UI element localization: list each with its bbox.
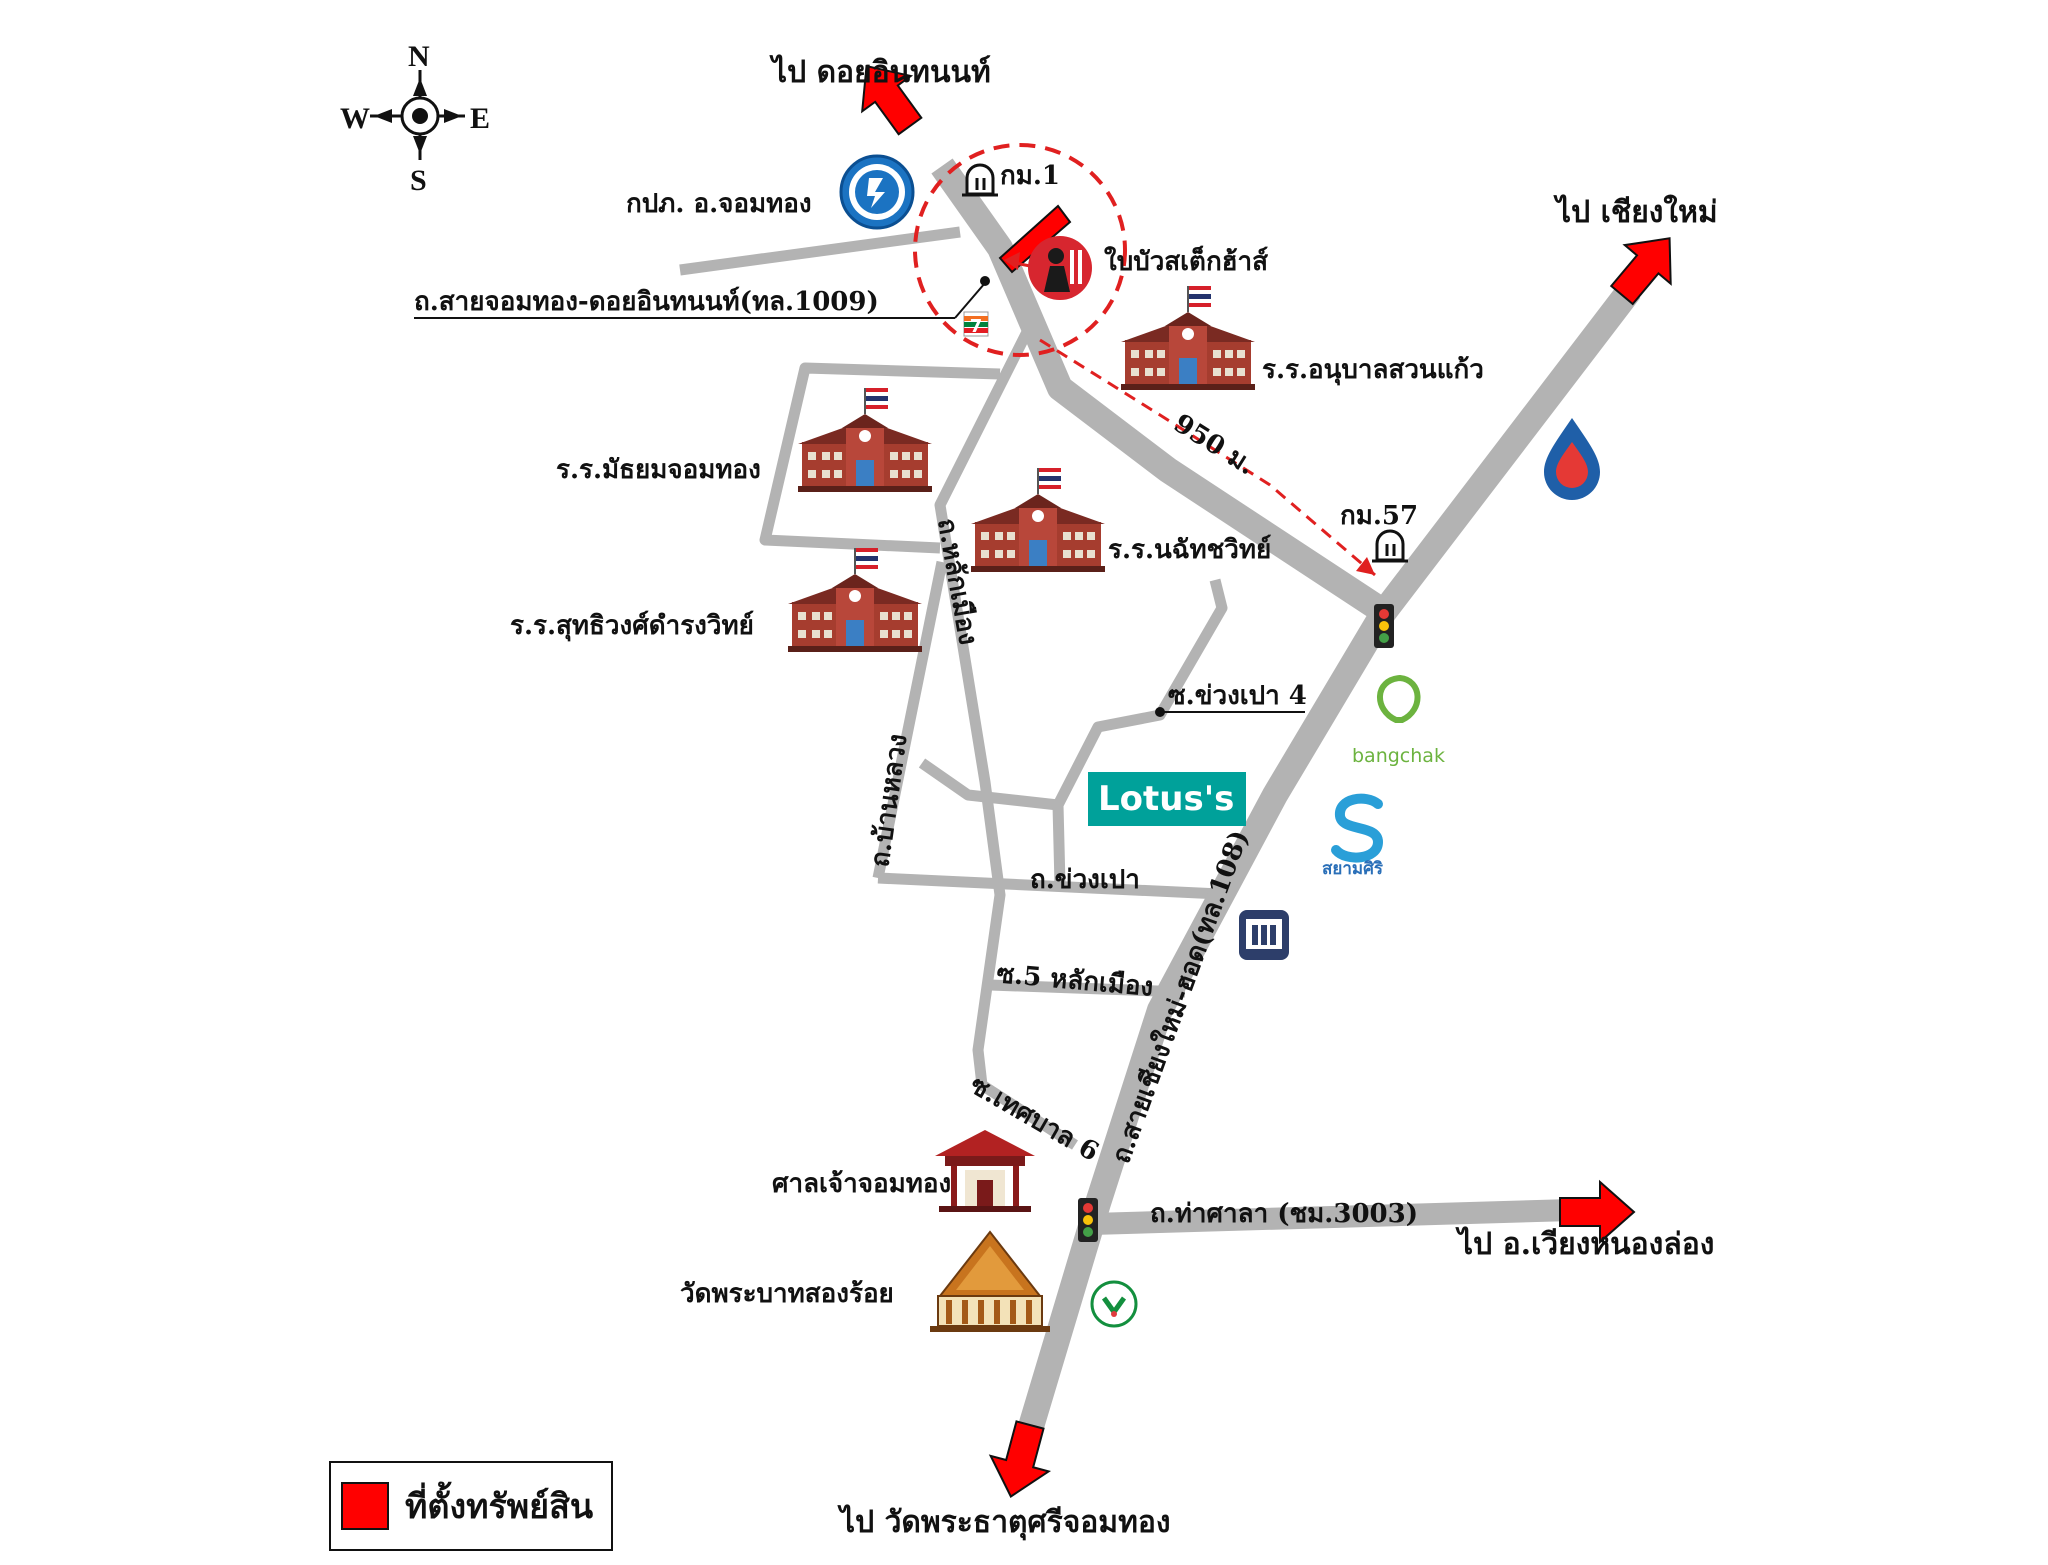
school-suthiwong-label: ร.ร.สุทธิวงศ์ดำรงวิทย์ [510, 610, 754, 642]
road-1009-main [931, 158, 1392, 623]
road-ban-luang-label: ถ.บ้านหลวง [865, 732, 913, 869]
road-khuang-pao [877, 872, 1221, 900]
road-1009-west-branch [679, 226, 961, 276]
bangchak-label: bangchak [1352, 745, 1445, 767]
school-mathayom-label: ร.ร.มัธยมจอมทอง [556, 455, 761, 485]
siam-logo-icon [1331, 793, 1384, 863]
property-radius-circle [913, 143, 1127, 357]
road-school-loop [759, 362, 1001, 554]
direction-wat-phra-that: ไป วัดพระธาตุศรีจอมทอง [837, 1504, 1171, 1541]
temple-label: วัดพระบาทสองร้อย [680, 1279, 894, 1309]
road-soi-khuang-pao-4 [1052, 578, 1228, 886]
kbank-logo-icon [1090, 1280, 1138, 1328]
bangchak-logo-icon [1377, 674, 1421, 723]
compass-south: S [410, 164, 427, 197]
distance-dashed-line [1039, 338, 1376, 577]
temple-icon [930, 1230, 1050, 1332]
legend-property-swatch [341, 1482, 389, 1530]
road-tha-sala-label: ถ.ท่าศาลา (ชม.3003) [1150, 1199, 1418, 1229]
road-connector-north [918, 758, 1059, 811]
compass-rose [370, 70, 465, 160]
soi-khuang-pao-4-pin [1155, 707, 1165, 717]
school-anuban-icon [1120, 285, 1256, 391]
road-lak-mueang [934, 327, 1078, 1150]
direction-wiang-nong-long: ไป อ.เวียงหนองล่อง [1455, 1226, 1714, 1262]
seven-eleven-icon: 7 [963, 311, 989, 337]
lotus-logo-box [1088, 772, 1246, 826]
direction-doi-inthanon: ไป ดอยอินทนนท์ [769, 54, 991, 90]
soi-5-lak-mueang-label: ซ.5 หลักเมือง [995, 959, 1154, 1003]
shrine-label: ศาลเจ้าจอมทอง [772, 1169, 951, 1199]
school-mathayom-icon [797, 387, 933, 493]
road-1009-label-leader [954, 282, 986, 319]
school-suthiwong-icon [787, 547, 923, 653]
restaurant-pointer-head [1004, 252, 1020, 270]
bank-building-icon [1239, 910, 1289, 960]
km57-label: กม.57 [1340, 501, 1418, 531]
km1-label: กม.1 [1000, 161, 1060, 191]
road-1009-pin [980, 276, 990, 286]
shrine-icon [935, 1130, 1035, 1212]
road-khuang-pao-label: ถ.ข่วงเปา [1030, 865, 1140, 895]
arrow-to-wat-phra-that [988, 1420, 1052, 1498]
compass-east: E [470, 102, 490, 135]
school-nantha-label: ร.ร.นฉัทชวิทย์ [1108, 534, 1271, 565]
school-nantha-icon [970, 467, 1106, 573]
school-anuban-label: ร.ร.อนุบาลสวนแก้ว [1262, 355, 1484, 386]
ptt-logo-icon [1544, 418, 1600, 500]
road-soi-5-lak-mueang [989, 979, 1186, 998]
traffic-light-north-icon [1374, 604, 1394, 648]
traffic-light-south-icon [1078, 1198, 1098, 1242]
road-tha-sala [1091, 1199, 1573, 1235]
distance-arrowhead [1356, 557, 1375, 575]
compass-west: W [340, 102, 370, 135]
arrow-to-wiang-nong-long [1559, 1179, 1636, 1245]
map-legend: ที่ตั้งทรัพย์สิน [329, 1461, 613, 1551]
restaurant-logo-icon [1028, 236, 1092, 300]
legend-property-label: ที่ตั้งทรัพย์สิน [405, 1487, 594, 1527]
road-108-main [1005, 282, 1641, 1474]
soi-khuang-pao-4-label: ซ.ข่วงเปา 4 [1168, 681, 1307, 711]
restaurant-label: ใบบัวสเต็กฮ้าส์ [1104, 245, 1268, 277]
lotus-label: Lotus's [1098, 779, 1234, 819]
arrow-to-doi-inthanon [861, 64, 923, 136]
svg-text:7: 7 [970, 316, 983, 337]
km1-marker-icon [960, 163, 1000, 197]
pea-logo-icon [839, 154, 915, 230]
pea-label: กปภ. อ.จอมทอง [626, 189, 812, 219]
road-1009-label: ถ.สายจอมทอง-ดอยอินทนนท์(ทล.1009) [414, 286, 879, 317]
arrow-to-chiang-mai [1609, 237, 1672, 306]
road-ban-luang [872, 560, 948, 880]
direction-chiang-mai: ไป เชียงใหม่ [1553, 194, 1718, 230]
km57-marker-icon [1370, 529, 1410, 563]
siam-label: สยามศิริ [1322, 859, 1384, 879]
compass-north: N [408, 40, 430, 73]
